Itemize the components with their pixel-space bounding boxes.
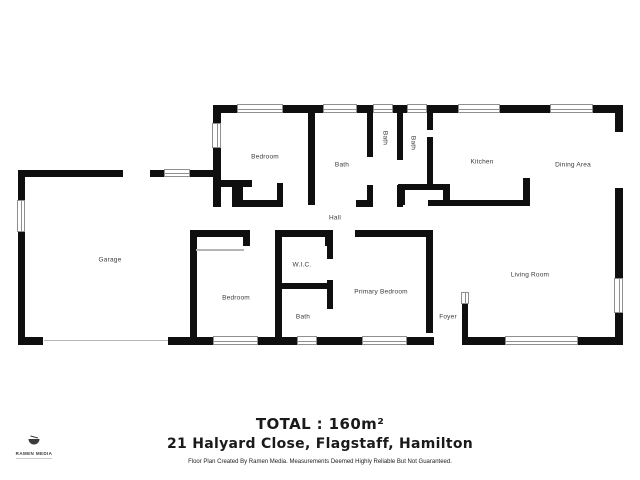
wall: [355, 230, 433, 237]
room-label-bedroom: Bedroom: [251, 153, 279, 161]
wall: [308, 112, 315, 205]
wall: [426, 230, 433, 333]
wall: [237, 187, 243, 207]
door-line: [44, 340, 168, 341]
room-label-garage: Garage: [98, 256, 122, 264]
window: [212, 123, 221, 148]
window: [373, 104, 393, 113]
wall: [275, 230, 332, 237]
wall: [327, 230, 333, 259]
wall: [327, 280, 333, 309]
address-text: 21 Halyard Close, Flagstaff, Hamilton: [166, 436, 474, 452]
logo-tagline-line: [16, 458, 52, 459]
room-label-primary-bedroom: Primary Bedroom: [354, 288, 408, 296]
wall: [367, 112, 373, 157]
wall: [237, 200, 283, 207]
wall: [356, 200, 373, 207]
room-label-bedroom: Bedroom: [222, 294, 250, 302]
wall: [428, 200, 530, 206]
window: [458, 104, 500, 113]
window: [323, 104, 357, 113]
wall: [615, 105, 623, 132]
room-label-kitchen: Kitchen: [470, 158, 494, 166]
wall: [367, 185, 373, 207]
disclaimer-text: Floor Plan Created By Ramen Media. Measu…: [188, 459, 452, 465]
wall: [277, 183, 283, 207]
wall: [190, 230, 197, 345]
room-label-dining-area: Dining Area: [555, 161, 591, 169]
window: [461, 292, 469, 304]
wall: [443, 184, 450, 205]
window: [614, 278, 623, 313]
wall: [18, 170, 123, 177]
window: [17, 200, 25, 232]
room-label-hall: Hall: [329, 214, 341, 222]
wall: [275, 283, 333, 289]
wall: [398, 184, 405, 205]
logo-text: RAMEN MEDIA: [15, 451, 53, 456]
wall: [18, 337, 43, 345]
wall: [232, 180, 239, 207]
wall: [523, 178, 530, 206]
window: [362, 336, 407, 345]
ramen-bowl-icon: [28, 435, 40, 445]
wall: [243, 230, 250, 246]
wall: [427, 112, 433, 130]
ramen-media-logo: RAMEN MEDIA: [12, 432, 56, 459]
wall: [398, 184, 450, 190]
wall: [462, 303, 468, 345]
window: [505, 336, 578, 345]
wall: [190, 230, 250, 237]
room-label-bath: Bath: [295, 313, 311, 321]
wall: [397, 112, 403, 160]
door-line: [196, 249, 244, 251]
room-label-bath: Bath: [381, 130, 389, 146]
total-area-text: TOTAL : 160m²: [255, 415, 385, 433]
wall: [213, 105, 221, 207]
window: [237, 104, 283, 113]
room-label-foyer: Foyer: [439, 313, 457, 321]
wall: [615, 188, 623, 278]
room-label-w-i-c: W.I.C.: [292, 261, 312, 269]
window: [550, 104, 593, 113]
room-label-bath: Bath: [334, 161, 350, 169]
room-label-living-room: Living Room: [510, 271, 550, 279]
room-label-bath: Bath: [409, 135, 417, 151]
wall: [427, 137, 433, 190]
wall: [18, 170, 25, 345]
window: [297, 336, 317, 345]
window: [164, 169, 190, 177]
window: [213, 336, 258, 345]
window: [407, 104, 427, 113]
wall: [615, 313, 623, 345]
